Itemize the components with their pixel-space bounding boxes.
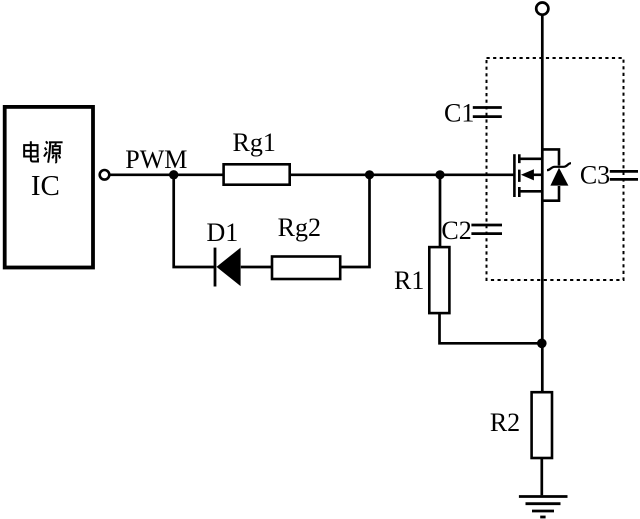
svg-text:Rg2: Rg2 [278, 213, 321, 242]
svg-text:Rg1: Rg1 [233, 128, 276, 157]
svg-text:R1: R1 [394, 266, 424, 295]
svg-text:IC: IC [31, 170, 60, 202]
svg-text:R2: R2 [490, 408, 520, 437]
svg-text:D1: D1 [207, 218, 239, 247]
svg-text:C3: C3 [580, 160, 610, 189]
svg-text:C1: C1 [444, 99, 474, 128]
svg-text:PWM: PWM [125, 145, 187, 174]
svg-text:C2: C2 [441, 216, 471, 245]
